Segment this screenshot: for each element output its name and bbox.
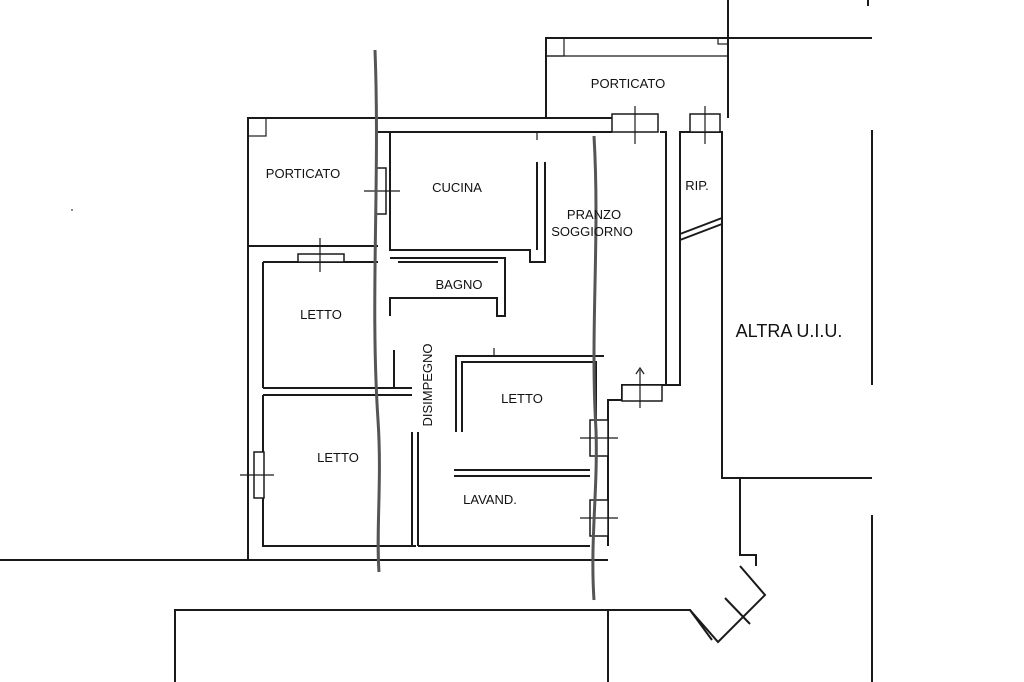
- room-label-letto-2: LETTO: [501, 391, 543, 406]
- room-label-bagno: BAGNO: [436, 277, 483, 292]
- room-label-rip: RIP.: [685, 178, 709, 193]
- section-lines: [373, 49, 598, 601]
- room-label-cucina: CUCINA: [432, 180, 482, 195]
- room-label-disimpegno: DISIMPEGNO: [420, 343, 435, 426]
- property-lines: [0, 0, 873, 682]
- room-label-pranzo: PRANZO: [567, 207, 621, 222]
- cucina-walls: [389, 132, 546, 263]
- disimpegno-walls: [393, 350, 419, 546]
- room-label-altra-uiu: ALTRA U.I.U.: [736, 321, 843, 341]
- porticato-top-walls: [545, 37, 729, 118]
- room-label-letto-1: LETTO: [300, 307, 342, 322]
- stray-dot: [71, 209, 73, 211]
- room-label-porticato-top: PORTICATO: [591, 76, 665, 91]
- porticato-left-walls: [247, 117, 612, 560]
- angled-entry: [689, 565, 767, 644]
- bagno-walls: [389, 257, 506, 317]
- room-label-lavanderia: LAVAND.: [463, 492, 517, 507]
- room-label-porticato-left: PORTICATO: [266, 166, 340, 181]
- letto-center-walls: [454, 348, 604, 477]
- rip-walls: [679, 217, 723, 241]
- room-label-letto-3: LETTO: [317, 450, 359, 465]
- room-label-soggiorno: SOGGIORNO: [551, 224, 633, 239]
